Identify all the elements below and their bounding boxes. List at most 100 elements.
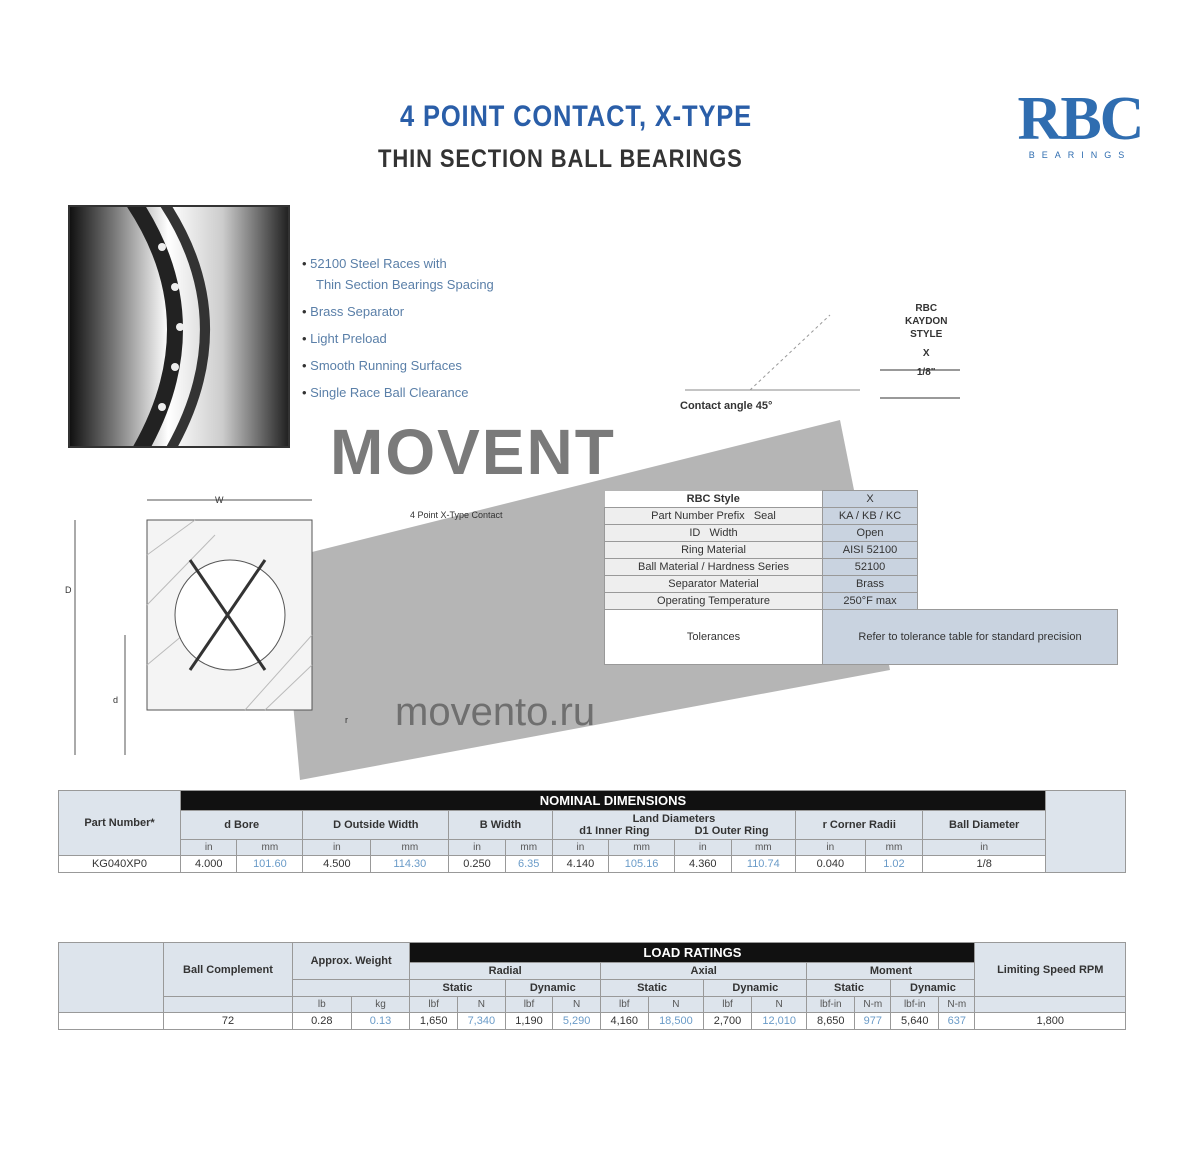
contact-angle-lines (685, 314, 960, 399)
load-sub-header: Dynamic (890, 979, 976, 997)
diagram-label: KAYDON (905, 316, 948, 327)
contact-angle-diagram: Contact angle 45° RBC KAYDON STYLE X 1/8… (680, 300, 970, 420)
unit-label: in (674, 839, 732, 856)
unit-label: lbf-in (806, 996, 856, 1013)
unit-label: N-m (938, 996, 976, 1013)
feature-item-cont: Thin Section Bearings Spacing (316, 277, 494, 292)
load-sub-header: Static (409, 979, 506, 997)
part-number: KG040XP0 (58, 855, 181, 873)
table-cell: 4.000 (179, 855, 238, 873)
table-cell: 8,650 (806, 1012, 856, 1030)
feature-item: Smooth Running Surfaces (302, 352, 494, 379)
load-ratings-table: Ball Complement Approx. Weight LOAD RATI… (58, 942, 1126, 1030)
logo-text: RBC (1017, 85, 1145, 153)
unit-label: lbf (703, 996, 752, 1013)
column-header: B Width (448, 810, 553, 840)
blank-cell (1045, 790, 1126, 873)
cross-section-svg (74, 499, 313, 755)
column-header: d1 Inner Ring (579, 825, 650, 837)
unit-label: kg (350, 996, 411, 1013)
spec-label: Part Number Prefix Seal (604, 507, 823, 525)
blank-cell (974, 996, 1126, 1013)
ball-complement: 72 (163, 1012, 293, 1030)
blank-cell (163, 996, 293, 1013)
table-cell: 5,640 (890, 1012, 940, 1030)
group-label: Land Diameters (632, 813, 716, 825)
unit-label: N-m (854, 996, 892, 1013)
unit-label: N (647, 996, 705, 1013)
column-header: D Outside Width (302, 810, 450, 840)
cross-section-drawing: W D d r (65, 495, 385, 765)
dim-label: D (65, 585, 72, 595)
load-sub-header: Dynamic (504, 979, 601, 997)
unit-label: N (750, 996, 808, 1013)
column-header: r Corner Radii (795, 810, 924, 840)
unit-label: mm (864, 839, 924, 856)
tolerance-label: Tolerances (604, 609, 823, 665)
limiting-speed-header: Limiting Speed RPM (974, 942, 1126, 997)
table-cell: 637 (938, 1012, 976, 1030)
contact-angle-label: Contact angle 45° (680, 400, 773, 412)
table-cell: 1.02 (864, 855, 924, 873)
unit-label: in (551, 839, 610, 856)
diagram-label: STYLE (910, 329, 943, 340)
table-cell: 1,650 (409, 1012, 459, 1030)
table-cell: 2,700 (703, 1012, 752, 1030)
spec-value: KA / KB / KC (822, 507, 918, 525)
blank-cell (58, 1012, 164, 1030)
unit-label: N (457, 996, 506, 1013)
table-cell: 1/8 (922, 855, 1046, 873)
unit-label: lbf (599, 996, 649, 1013)
watermark-url: movento.ru (395, 690, 596, 734)
column-header: Ball Diameter (922, 810, 1046, 840)
table-cell: 4,160 (599, 1012, 649, 1030)
feature-item: Brass Separator (302, 298, 494, 325)
diagram-label: X (922, 348, 930, 359)
table-cell: 4.360 (674, 855, 732, 873)
unit-label: lbf-in (890, 996, 940, 1013)
table-cell: 114.30 (370, 855, 450, 873)
ball-complement-header: Ball Complement (163, 942, 293, 997)
load-ratings-header: LOAD RATINGS (409, 942, 976, 963)
limiting-speed: 1,800 (974, 1012, 1126, 1030)
table-cell: 18,500 (647, 1012, 705, 1030)
rbc-logo: RBC BEARINGS (1005, 88, 1155, 160)
unit-label: mm (236, 839, 304, 856)
dim-label: d (113, 695, 119, 705)
drawing-caption: 4 Point X-Type Contact (410, 510, 503, 520)
unit-label: mm (370, 839, 450, 856)
feature-item: Light Preload (302, 325, 494, 352)
table-cell: 110.74 (730, 855, 797, 873)
bearing-ring-image (126, 207, 210, 446)
table-cell: 7,340 (457, 1012, 506, 1030)
logo-subtext: BEARINGS (1028, 150, 1132, 160)
table-cell: 0.040 (795, 855, 866, 873)
unit-label: in (448, 839, 506, 856)
weight-header: Approx. Weight (291, 942, 411, 980)
feature-item: 52100 Steel Races with (302, 250, 494, 277)
unit-label: lbf (504, 996, 554, 1013)
column-header: D1 Outer Ring (694, 825, 769, 837)
table-cell: 0.250 (448, 855, 506, 873)
unit-label: mm (608, 839, 676, 856)
spec-label: ID Width (604, 524, 823, 542)
unit-label: in (795, 839, 866, 856)
title: 4 POINT CONTACT, X-TYPE (400, 100, 753, 133)
table-cell: 12,010 (750, 1012, 808, 1030)
load-group-header: Axial (599, 962, 808, 980)
bearing-photo (68, 205, 290, 448)
diagram-label: 1/8" (916, 367, 936, 378)
feature-item: Single Race Ball Clearance (302, 379, 494, 406)
blank-cell (291, 979, 411, 997)
table-cell: 4.500 (302, 855, 372, 873)
load-group-header: Radial (409, 962, 601, 980)
unit-label: in (922, 839, 1046, 856)
table-cell: 5,290 (552, 1012, 601, 1030)
spec-label: Ring Material (604, 541, 823, 559)
table-cell: 1,190 (504, 1012, 554, 1030)
table-cell: 105.16 (608, 855, 676, 873)
table-cell: 0.13 (350, 1012, 411, 1030)
